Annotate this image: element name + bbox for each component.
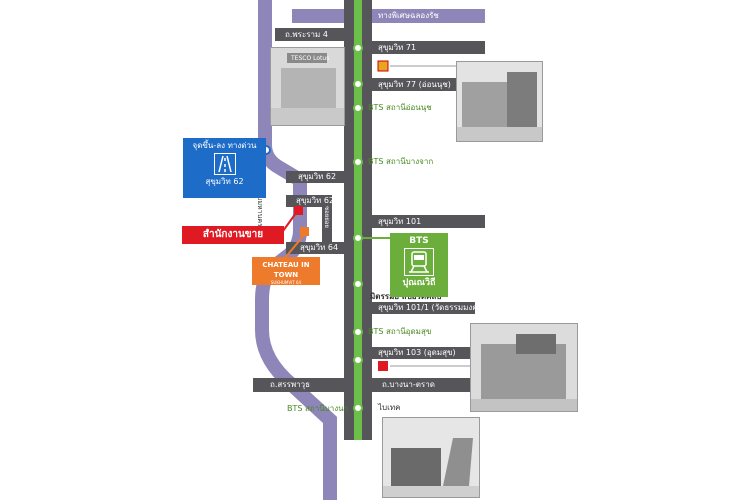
expressway-sign-top: จุดขึ้น-ลง ทางด่วน — [192, 141, 257, 150]
road-sukhumvit77 — [360, 78, 460, 91]
expressway-sign: จุดขึ้น-ลง ทางด่วน สุขุมวิท 62 — [183, 138, 266, 198]
building-photo-icon — [383, 418, 479, 497]
bts-dot-3 — [353, 103, 363, 113]
chateau-name: CHATEAU IN TOWN — [262, 261, 310, 279]
bts-sign-bottom: ปุณณวิถี — [402, 278, 436, 288]
bts-dot-6 — [353, 279, 363, 289]
road-sukhumvit62-1 — [286, 195, 326, 207]
label-top-road: ทางพิเศษฉลองรัช — [378, 11, 439, 20]
bts-dot-7 — [353, 327, 363, 337]
road-side — [322, 195, 332, 250]
bts-punnawithi-sign: BTS ปุณณวิถี — [390, 233, 448, 297]
photo-lotus-onnut — [456, 61, 543, 142]
label-bts-bangchak: BTS สถานีบางจาก — [368, 157, 434, 166]
bts-dot-5 — [353, 233, 363, 243]
bts-dot-2 — [353, 79, 363, 89]
label-side-road: ซอยย่อย — [322, 206, 330, 228]
label-sukhumvit71: สุขุมวิท 71 — [378, 43, 417, 52]
label-bts-udomsuk: BTS สถานีอุดมสุข — [368, 327, 432, 336]
label-sukhumvit103: สุขุมวิท 103 (อุดมสุข) — [378, 348, 456, 357]
chateau-pointer — [284, 234, 305, 259]
bts-line — [354, 0, 362, 440]
chateau-sub: SUKHUMVIT 64 — [270, 280, 302, 285]
label-bangna-trat: ถ.บางนา-ตราด — [382, 380, 435, 389]
road-sukhumvit101-1 — [360, 302, 475, 314]
road-sukhumvit101 — [360, 215, 485, 228]
expressway-sign-bottom: สุขุมวิท 62 — [205, 177, 244, 186]
road-rama4 — [275, 28, 355, 41]
office-marker — [294, 206, 303, 215]
office-pointer — [282, 212, 297, 232]
bts-dot-9 — [353, 403, 363, 413]
bts-sign-top: BTS — [409, 236, 429, 246]
road-top — [292, 9, 485, 23]
building-photo-icon — [471, 324, 577, 411]
label-sukhumvit77: สุขุมวิท 77 (อ่อนนุช) — [378, 80, 451, 89]
label-sukhumvit101: สุขุมวิท 101 — [378, 217, 422, 226]
label-sukhumvit62-1: สุขุมวิท 62/1 — [296, 196, 342, 205]
road-sukhumvit103 — [360, 347, 475, 359]
label-sanphawut: ถ.สรรพาวุธ — [270, 380, 311, 389]
label-biotec: ไบเทค — [378, 403, 401, 412]
sales-office-label: สำนักงานขาย — [182, 226, 284, 244]
tesco-sign-text: TESCO Lotus — [291, 55, 330, 62]
label-rama4: ถ.พระราม 4 — [285, 30, 328, 39]
expressway-icon — [213, 153, 236, 175]
chateau-marker — [300, 227, 309, 236]
label-sukhumvit62: สุขุมวิท 62 — [298, 172, 337, 181]
road-sukhumvit62 — [286, 171, 358, 183]
road-sukhumvit71 — [360, 41, 485, 54]
road-sukhumvit64 — [286, 242, 358, 254]
bts-dot-1 — [353, 43, 363, 53]
label-sukhumvit101-1: สุขุมวิท 101/1 (วัดธรรมมงคล) — [378, 303, 486, 312]
label-bts-bangna: BTS สถานีบางนา — [287, 404, 349, 413]
bigc-marker — [378, 361, 388, 371]
label-bts-onnut: BTS สถานีอ่อนนุช — [368, 103, 432, 112]
building-photo-icon — [271, 48, 344, 125]
photo-tesco-lotus-left: TESCO Lotus — [270, 47, 345, 126]
train-icon — [404, 248, 434, 276]
photo-bigc-udomsuk — [470, 323, 578, 412]
label-sukhumvit64: สุขุมวิท 64 — [300, 243, 339, 252]
bts-dot-4 — [353, 157, 363, 167]
photo-biotec — [382, 417, 480, 498]
bts-dot-8 — [353, 355, 363, 365]
building-photo-icon — [457, 62, 542, 141]
lotus-marker — [377, 60, 389, 72]
chateau-logo: CHATEAU IN TOWN SUKHUMVIT 64 — [252, 257, 320, 285]
